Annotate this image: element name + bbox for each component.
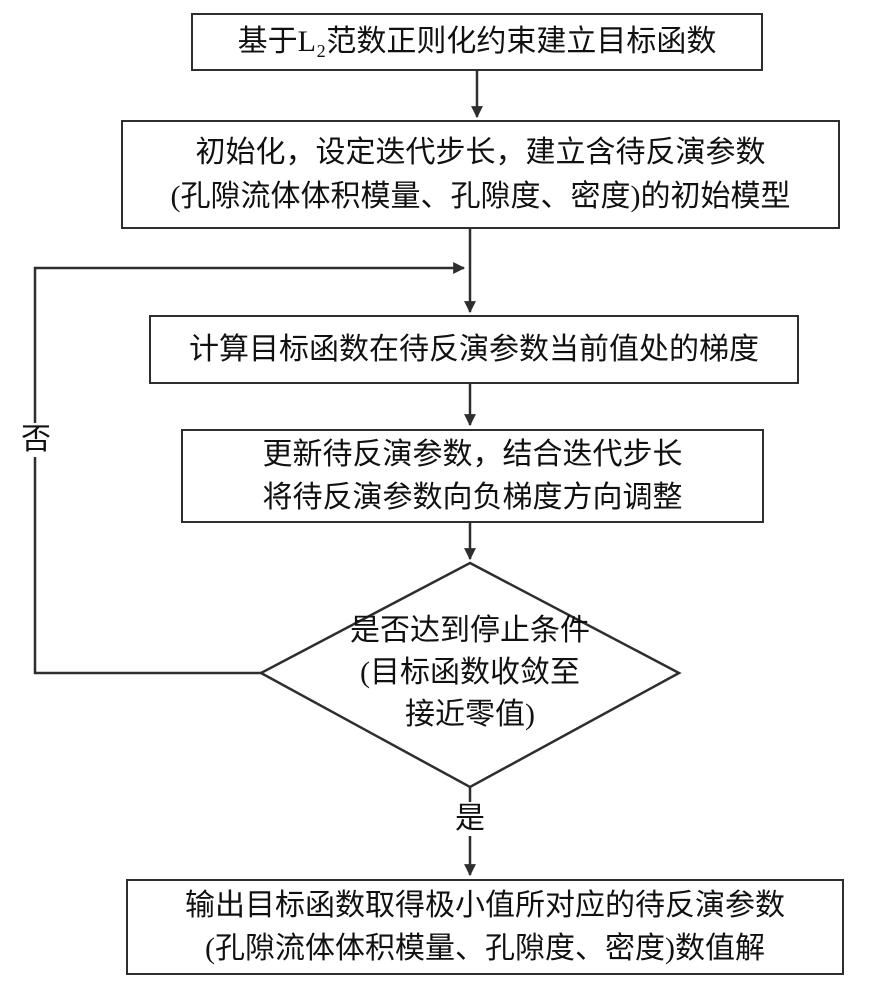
step-objective-function-text: 基于L₂范数正则化约束建立目标函数 — [237, 25, 717, 59]
loop-no-connector — [33, 262, 466, 675]
step-initialization: 初始化，设定迭代步长，建立含待反演参数 (孔隙流体体积模量、孔隙度、密度)的初始… — [121, 120, 840, 229]
decision-diamond-shape — [258, 561, 682, 789]
label-yes: 是 — [451, 802, 489, 836]
decision-stop-condition-text: 是否达到停止条件 (目标函数收敛至 接近零值) — [350, 614, 590, 731]
step-update-parameters: 更新待反演参数，结合迭代步长 将待反演参数向负梯度方向调整 — [181, 429, 764, 523]
step-output-solution: 输出目标函数取得极小值所对应的待反演参数 (孔隙流体体积模量、孔隙度、密度)数值… — [126, 879, 844, 975]
step-compute-gradient: 计算目标函数在待反演参数当前值处的梯度 — [149, 315, 799, 384]
step-initialization-text: 初始化，设定迭代步长，建立含待反演参数 (孔隙流体体积模量、孔隙度、密度)的初始… — [170, 136, 791, 213]
step-update-parameters-text: 更新待反演参数，结合迭代步长 将待反演参数向负梯度方向调整 — [262, 437, 683, 515]
step-compute-gradient-text: 计算目标函数在待反演参数当前值处的梯度 — [189, 332, 759, 366]
step-objective-function: 基于L₂范数正则化约束建立目标函数 — [191, 13, 763, 71]
step-output-solution-text: 输出目标函数取得极小值所对应的待反演参数 (孔隙流体体积模量、孔隙度、密度)数值… — [185, 888, 785, 966]
label-no: 否 — [17, 423, 55, 457]
